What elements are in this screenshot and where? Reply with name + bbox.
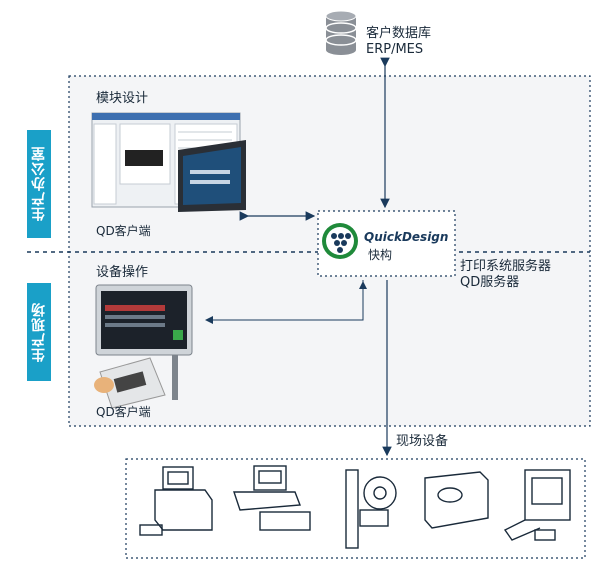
print-server-label: 打印系统服务器 (460, 259, 552, 274)
desktop-printer-icon (233, 465, 311, 531)
print-applicator-icon (345, 469, 397, 549)
floor-client-label: QD客户端 (96, 405, 151, 419)
office-terminal-screen (178, 140, 246, 212)
database-name: 客户数据库 (366, 26, 432, 41)
quickdesign-brand: QuickDesign (364, 230, 449, 244)
database-system: ERP/MES (366, 42, 424, 57)
qd-server-label: QD服务器 (460, 275, 520, 290)
terminal-scanner-icon (503, 469, 571, 541)
database-icon (325, 10, 357, 55)
thermal-printer-icon (424, 471, 489, 529)
floor-terminal (94, 284, 193, 409)
floor-zone-title: 设备操作 (96, 265, 149, 280)
quickdesign-subtitle: 快构 (368, 248, 393, 262)
office-client-label: QD客户端 (96, 224, 151, 238)
label-printer-icon (139, 466, 213, 536)
quickdesign-logo-icon (322, 223, 358, 259)
office-zone-title: 模块设计 (96, 91, 149, 106)
field-devices-label: 现场设备 (396, 434, 449, 449)
